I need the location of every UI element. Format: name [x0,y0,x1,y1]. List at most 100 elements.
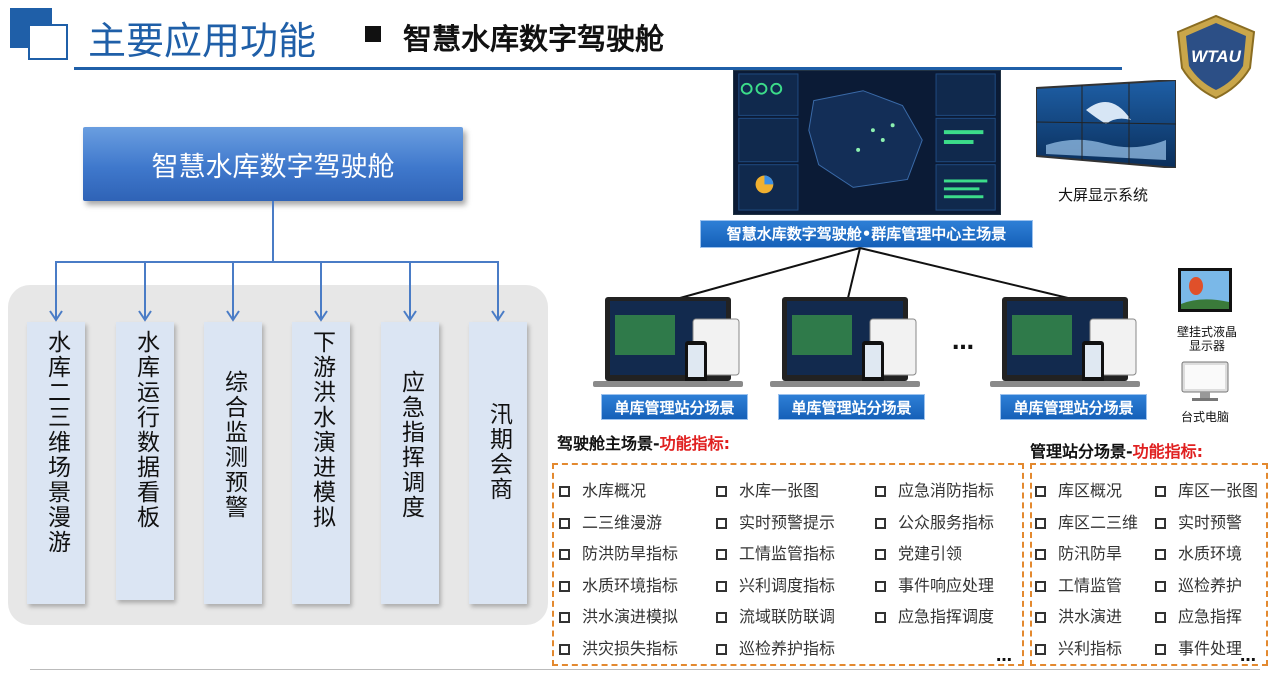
station-panel-heading: 管理站分场景-功能指标: [1030,442,1204,461]
indicator-label: 水质环境指标 [582,575,679,595]
checkbox-square-icon [1035,580,1046,592]
indicator-label: 防汛防旱 [1058,544,1123,564]
indicator-item: 水质环境 [1155,540,1242,564]
indicator-item: 流域联防联调 [716,603,835,627]
indicator-label: 洪灾损失指标 [582,639,679,658]
indicator-item: 工情监管指标 [716,540,835,564]
desktop-computer-image [1181,361,1229,401]
indicator-label: 库区概况 [1058,481,1123,500]
footer-divider [30,669,1260,670]
checkbox-square-icon [1155,486,1166,497]
indicator-label: 工情监管 [1058,575,1123,595]
station-indicator-panel [1030,463,1268,666]
indicator-label: 工情监管指标 [739,544,836,564]
indicator-label: 水质环境 [1178,544,1243,564]
connector-trunk [272,201,274,262]
indicator-item: 洪水演进模拟 [559,603,678,627]
checkbox-square-icon [875,580,886,592]
checkbox-square-icon [559,580,570,592]
cockpit-indicator-panel [552,463,1024,666]
indicator-item: 水库一张图 [716,477,819,501]
indicator-item: 事件处理 [1155,635,1242,659]
page-subtitle: 智慧水库数字驾驶舱 [403,22,665,56]
indicator-label: 流域联防联调 [739,607,836,627]
big-screen-image [1036,80,1176,168]
indicator-label: 公众服务指标 [898,512,995,532]
checkbox-square-icon [716,644,727,655]
indicator-item: 水质环境指标 [559,572,678,596]
checkbox-square-icon [716,612,727,624]
indicator-item: 库区二三维 [1035,509,1138,533]
checkbox-square-icon [875,486,886,497]
checkbox-square-icon [559,517,570,529]
station-scene-label-1: 单库管理站分场景 [601,394,748,420]
indicator-label: 防洪防旱指标 [582,544,679,564]
indicator-label: 二三维漫游 [582,512,663,532]
indicator-item: 洪灾损失指标 [559,635,678,659]
function-panel-background [8,285,548,625]
svg-text:WTAU: WTAU [1191,47,1241,66]
checkbox-square-icon [559,549,570,561]
function-column-emergency-dispatch: 应急指挥调度 [381,322,439,604]
checkbox-square-icon [716,580,727,592]
indicator-label: 事件响应处理 [898,575,995,595]
checkbox-square-icon [1155,644,1166,655]
checkbox-square-icon [1155,549,1166,561]
station-scene-label-3: 单库管理站分场景 [1000,394,1147,420]
cockpit-panel-heading: 驾驶舱主场景-功能指标: [557,434,731,453]
indicator-item: 应急指挥 [1155,603,1242,627]
function-column-monitoring-warning: 综合监测预警 [204,322,262,604]
indicator-label: 洪水演进 [1058,607,1123,627]
indicator-label: 应急消防指标 [898,481,995,500]
big-screen-label: 大屏显示系统 [1058,186,1149,204]
checkbox-square-icon [1155,580,1166,592]
indicator-label: 巡检养护 [1178,575,1243,595]
indicator-label: 兴利指标 [1058,639,1123,658]
indicator-label: 事件处理 [1178,639,1243,658]
checkbox-square-icon [559,612,570,624]
desktop-computer-label: 台式电脑 [1180,410,1229,424]
header-divider [74,67,1122,70]
function-column-data-board: 水库运行数据看板 [116,322,174,600]
center-scene-label: 智慧水库数字驾驶舱•群库管理中心主场景 [700,220,1033,248]
cockpit-dashboard-image [733,70,1001,215]
checkbox-square-icon [1035,517,1046,529]
station-device-image-1 [593,297,743,387]
function-column-scene-roaming: 水库二三维场景漫游 [27,322,85,604]
checkbox-square-icon [875,549,886,561]
square-bullet-icon [365,26,381,42]
checkbox-square-icon [1155,517,1166,529]
checkbox-square-icon [559,486,570,497]
indicator-label: 库区二三维 [1058,512,1139,532]
checkbox-square-icon [1155,612,1166,624]
checkbox-square-icon [716,486,727,497]
wall-display-label: 壁挂式液晶显示器 [1176,325,1237,353]
connector-bar [55,261,499,263]
checkbox-square-icon [1035,644,1046,655]
checkbox-square-icon [875,517,886,529]
indicator-label: 水库一张图 [739,481,820,500]
indicator-label: 实时预警提示 [739,512,836,532]
checkbox-square-icon [1035,612,1046,624]
function-column-flood-simulation: 下游洪水演进模拟 [292,322,350,604]
indicator-item: 应急消防指标 [875,477,994,501]
indicator-item: 工情监管 [1035,572,1122,596]
station-scene-label-2: 单库管理站分场景 [778,394,925,420]
indicator-item: 水库概况 [559,477,646,501]
indicator-item: 防洪防旱指标 [559,540,678,564]
indicator-item: 库区一张图 [1155,477,1258,501]
indicator-item: 应急指挥调度 [875,603,994,627]
indicator-item: 巡检养护 [1155,572,1242,596]
shield-badge-logo: WTAU [1176,14,1256,100]
indicator-label: 兴利调度指标 [739,575,836,595]
checkbox-square-icon [559,644,570,655]
indicator-label: 洪水演进模拟 [582,607,679,627]
indicator-item: 实时预警 [1155,509,1242,533]
indicator-item: 实时预警提示 [716,509,835,533]
indicator-item: 兴利调度指标 [716,572,835,596]
page-title: 主要应用功能 [88,19,317,63]
indicator-label: 实时预警 [1178,512,1243,532]
checkbox-square-icon [1035,549,1046,561]
indicator-item: 二三维漫游 [559,509,662,533]
station-more-ellipsis: … [1240,646,1257,665]
